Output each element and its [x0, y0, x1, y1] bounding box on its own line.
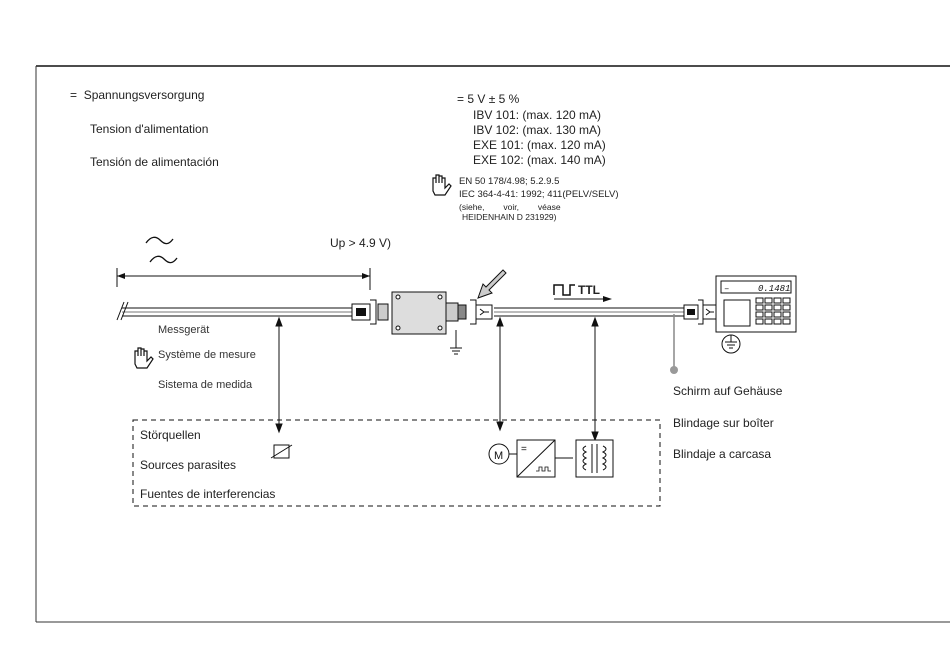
supply-label-fr: Tension d'alimentation — [90, 122, 209, 136]
cable-right — [494, 307, 684, 317]
converter-symbol: = — [521, 444, 527, 455]
shield-fr: Blindage sur boîter — [673, 416, 774, 430]
output-connector — [470, 299, 493, 325]
motor-label: M — [494, 450, 503, 462]
measuring-device-es: Sistema de medida — [158, 379, 253, 391]
noise-es: Fuentes de interferencias — [140, 487, 276, 501]
keypad — [755, 297, 791, 325]
noise-de: Störquellen — [140, 428, 201, 442]
ttl-label: TTL — [578, 283, 600, 297]
interface-box — [391, 291, 467, 355]
display-sign: – — [724, 284, 729, 294]
measuring-device-de: Messgerät — [158, 324, 210, 336]
motor-icon — [488, 443, 517, 465]
voltage-line-1: IBV 101: (max. 120 mA) — [473, 108, 602, 122]
supply-prefix: = — [70, 88, 78, 102]
supply-label-es: Tensión de alimentación — [90, 155, 219, 169]
hand-pointer-icon — [134, 347, 154, 369]
relay-icon — [270, 444, 293, 459]
ac-wave-icon — [149, 255, 178, 264]
display-readout: 0.1481 — [758, 284, 790, 294]
interference-sources-box — [132, 419, 661, 507]
display-connector — [683, 299, 718, 325]
supply-label-de-text: Spannungsversorgung — [83, 88, 205, 102]
shield-pointer — [670, 314, 678, 374]
standard-line-1: EN 50 178/4.98; 5.2.9.5 — [459, 176, 560, 187]
supply-label-de: = Spannungsversorgung — [70, 88, 204, 102]
standard-line-4: HEIDENHAIN D 231929) — [462, 212, 557, 222]
standard-line-3: (siehe, voir, véase — [459, 202, 561, 212]
ac-wave-icon — [145, 236, 174, 245]
position-display-unit — [715, 275, 797, 354]
voltage-line-2: IBV 102: (max. 130 mA) — [473, 123, 602, 137]
noise-fr: Sources parasites — [140, 458, 237, 472]
transformer-icon — [575, 439, 614, 478]
standard-line-2: IEC 364-4-41: 1992; 411(PELV/SELV) — [459, 189, 619, 200]
length-dimension — [116, 268, 371, 290]
voltage-line-4: EXE 102: (max. 140 mA) — [473, 153, 606, 167]
measuring-device-fr: Système de mesure — [158, 349, 256, 361]
cable-left — [116, 301, 352, 321]
voltage-spec: = 5 V ± 5 % — [457, 92, 520, 106]
attention-arrow-icon — [477, 269, 507, 299]
cable-connector-left — [351, 299, 389, 325]
hand-pointer-icon — [432, 174, 452, 196]
shield-es: Blindaje a carcasa — [673, 447, 772, 461]
coupling-arrows — [275, 316, 599, 442]
voltage-line-3: EXE 101: (max. 120 mA) — [473, 138, 606, 152]
converter-icon — [516, 439, 573, 478]
up-label: Up > 4.9 V) — [330, 236, 392, 250]
ttl-signal — [553, 284, 612, 302]
shield-de: Schirm auf Gehäuse — [673, 384, 783, 398]
